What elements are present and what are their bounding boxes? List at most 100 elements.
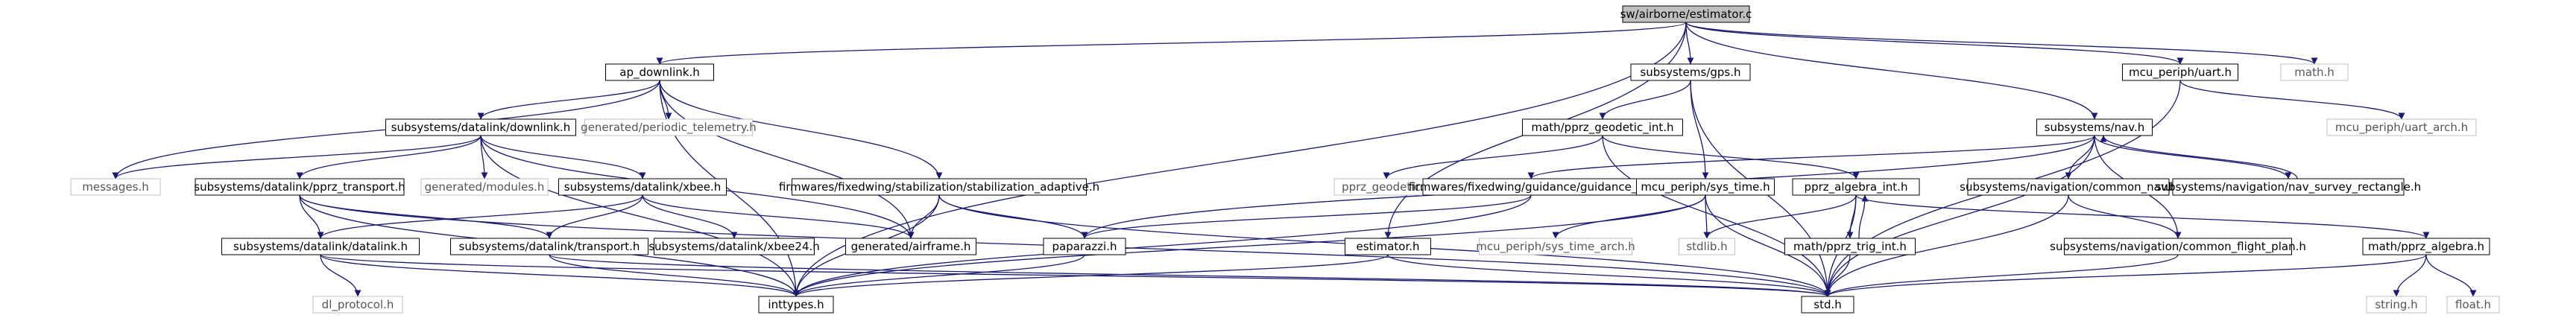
node-pprz-algebra-int-h[interactable]: pprz_algebra_int.h — [1792, 178, 1920, 196]
node-label: mcu_periph/uart_arch.h — [2335, 121, 2468, 135]
edge-math_pprz_algebra_h-to-float_h — [2425, 254, 2477, 297]
edge-estimator_c-to-ap_downlink_h — [656, 22, 1687, 65]
edge-math_pprz_geodetic_int_h-to-std_h — [1602, 135, 1831, 297]
node-box — [1784, 238, 1916, 255]
edge-estimator_c-to-inttypes_h — [792, 22, 1687, 297]
edge-xbee_h-to-transport_h — [546, 194, 643, 239]
node-label: firmwares/fixedwing/stabilization/stabil… — [779, 180, 1099, 194]
node-label: subsystems/datalink/datalink.h — [233, 240, 408, 253]
node-label: math/pprz_geodetic_int.h — [1531, 121, 1673, 135]
node-math-pprz-algebra-h[interactable]: math/pprz_algebra.h — [2362, 238, 2490, 255]
edges — [112, 22, 2477, 297]
edge-paparazzi_h-to-inttypes_h — [792, 254, 1085, 297]
node-stabilization-adaptive-h[interactable]: firmwares/fixedwing/stabilization/stabil… — [779, 178, 1099, 196]
node-label: paparazzi.h — [1052, 240, 1117, 253]
node-xbee24-h[interactable]: subsystems/datalink/xbee24.h — [648, 238, 820, 255]
node-datalink-h[interactable]: subsystems/datalink/datalink.h — [221, 238, 420, 255]
edge-subsystems_nav_h-to-std_h — [1824, 135, 2095, 297]
node-float-h: float.h — [2446, 296, 2500, 314]
edge-pprz_trig_int_h-to-pprz_algebra_int_h — [1858, 194, 1869, 239]
node-box — [1801, 296, 1854, 314]
node-label: dl_protocol.h — [322, 298, 394, 312]
node-label: messages.h — [82, 180, 149, 194]
node-label: string.h — [2375, 298, 2417, 311]
node-box — [1967, 178, 2170, 196]
node-stdlib-h: stdlib.h — [1679, 238, 1735, 255]
node-box — [654, 238, 815, 255]
node-math-pprz-geodetic-int-h[interactable]: math/pprz_geodetic_int.h — [1522, 118, 1683, 136]
edge-xbee_h-to-generated_airframe_h — [642, 194, 915, 239]
node-label: float.h — [2455, 298, 2491, 311]
node-estimator-c[interactable]: sw/airborne/estimator.c — [1620, 5, 1752, 23]
edge-datalink_downlink_h-to-inttypes_h — [480, 135, 800, 297]
node-box — [605, 63, 714, 81]
node-pprz-transport-h[interactable]: subsystems/datalink/pprz_transport.h — [194, 178, 405, 196]
node-nav-survey-rectangle-h[interactable]: subsystems/navigation/nav_survey_rectang… — [2156, 178, 2421, 196]
node-common-flight-plan-h[interactable]: subsystems/navigation/common_flight_plan… — [2050, 238, 2306, 255]
edge-nav_survey_rectangle_h-to-subsystems_nav_h — [2100, 135, 2298, 179]
node-xbee-h[interactable]: subsystems/datalink/xbee.h — [558, 178, 727, 196]
node-dl-protocol-h: dl_protocol.h — [312, 296, 403, 314]
node-inttypes-h[interactable]: inttypes.h — [758, 296, 834, 314]
edge-datalink_h-to-dl_protocol_h — [320, 254, 362, 297]
node-sys-time-h[interactable]: mcu_periph/sys_time.h — [1636, 178, 1775, 196]
node-box — [1345, 238, 1431, 255]
node-subsystems-nav-h[interactable]: subsystems/nav.h — [2036, 118, 2153, 136]
edge-xbee_h-to-xbee24_h — [642, 194, 738, 239]
node-datalink-downlink-h[interactable]: subsystems/datalink/downlink.h — [385, 118, 576, 136]
node-box — [584, 118, 753, 136]
node-generated-airframe-h[interactable]: generated/airframe.h — [845, 238, 976, 255]
node-box — [2362, 238, 2490, 255]
node-common-nav-h[interactable]: subsystems/navigation/common_nav.h — [1960, 178, 2177, 196]
node-transport-h[interactable]: subsystems/datalink/transport.h — [450, 238, 648, 255]
node-box — [1522, 118, 1683, 136]
edge-subsystems_nav_h-to-guidance_v_h — [1527, 135, 2095, 179]
node-estimator-h[interactable]: estimator.h — [1345, 238, 1431, 255]
node-periodic-telemetry-h: generated/periodic_telemetry.h — [581, 118, 757, 136]
edge-xbee_h-to-datalink_h — [317, 194, 643, 239]
node-label: math.h — [2294, 66, 2334, 79]
node-box — [845, 238, 976, 255]
node-box — [792, 178, 1087, 196]
node-box — [1043, 238, 1126, 255]
node-guidance-v-h[interactable]: firmwares/fixedwing/guidance/guidance_v.… — [1409, 178, 1654, 196]
edge-sys_time_h-to-std_h — [1705, 194, 1831, 297]
node-label: estimator.h — [1356, 240, 1419, 253]
node-box — [1792, 178, 1920, 196]
edge-ap_downlink_h-to-stabilization_adaptive_h — [659, 80, 943, 179]
node-ap-downlink-h[interactable]: ap_downlink.h — [605, 63, 714, 81]
edge-transport_h-to-inttypes_h — [549, 254, 800, 297]
node-subsystems-gps-h[interactable]: subsystems/gps.h — [1630, 63, 1751, 81]
node-mcu-periph-uart-h[interactable]: mcu_periph/uart.h — [2122, 63, 2238, 81]
node-paparazzi-h[interactable]: paparazzi.h — [1043, 238, 1126, 255]
node-label: subsystems/datalink/xbee.h — [564, 180, 721, 194]
node-label: mcu_periph/uart.h — [2129, 66, 2232, 80]
node-label: math/pprz_algebra.h — [2368, 240, 2484, 254]
node-box — [221, 238, 420, 255]
edge-common_flight_plan_h-to-std_h — [1824, 254, 2179, 297]
node-label: subsystems/gps.h — [1640, 66, 1740, 79]
node-label: subsystems/datalink/transport.h — [459, 240, 640, 253]
edge-guidance_v_h-to-inttypes_h — [792, 194, 1532, 297]
node-label: mcu_periph/sys_time.h — [1641, 180, 1770, 194]
node-label: stdlib.h — [1686, 240, 1727, 253]
edge-mcu_periph_uart_h-to-uart_arch_h — [2179, 80, 2405, 120]
edge-ap_downlink_h-to-datalink_downlink_h — [477, 80, 660, 120]
edge-estimator_c-to-subsystems_nav_h — [1685, 22, 2098, 120]
edge-math_pprz_algebra_h-to-std_h — [1824, 254, 2427, 297]
node-box — [2326, 118, 2477, 136]
node-label: std.h — [1813, 298, 1842, 311]
edge-estimator_c-to-mcu_periph_uart_h — [1685, 22, 2184, 65]
edge-math_pprz_algebra_h-to-string_h — [2393, 254, 2427, 297]
edge-guidance_v_h-to-paparazzi_h — [1081, 194, 1532, 239]
node-label: generated/airframe.h — [851, 240, 971, 253]
node-label: generated/modules.h — [425, 180, 545, 194]
node-messages-h: messages.h — [70, 178, 161, 196]
node-std-h[interactable]: std.h — [1801, 296, 1854, 314]
edge-sys_time_h-to-sys_time_arch_h — [1552, 194, 1706, 239]
node-box — [1636, 178, 1775, 196]
node-box — [420, 178, 549, 196]
node-box — [1679, 238, 1735, 255]
node-pprz-trig-int-h[interactable]: math/pprz_trig_int.h — [1784, 238, 1916, 255]
node-math-h: math.h — [2280, 63, 2349, 81]
